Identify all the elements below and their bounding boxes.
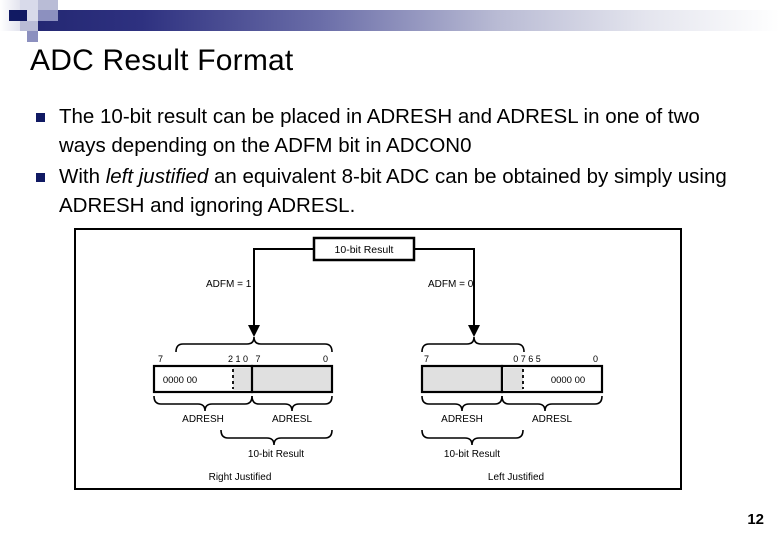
bullet-list: The 10-bit result can be placed in ADRES…: [30, 102, 752, 222]
header-square-light-low: [20, 21, 38, 31]
brace-right-result: [421, 429, 524, 446]
bullet-text-2: With left justified an equivalent 8-bit …: [59, 165, 727, 217]
bullet-text-1: The 10-bit result can be placed in ADRES…: [59, 105, 700, 157]
caption-left-justified: Left Justified: [488, 472, 544, 483]
bit-label-right-0: 7: [424, 354, 429, 364]
header-square-dark: [9, 10, 27, 21]
arrow-head-left: [248, 325, 260, 337]
result-label-right: 10-bit Result: [444, 449, 500, 460]
brace-left-adresh: [153, 395, 253, 412]
header-square-pale-mid: [27, 10, 38, 21]
register-label-left-adresh: ADRESH: [182, 414, 224, 425]
bit-label-left-2: 7: [255, 354, 260, 364]
bit-label-left-3: 0: [323, 354, 328, 364]
bullet-square-icon: [36, 173, 45, 182]
bit-label-right-2: 0: [593, 354, 598, 364]
brace-left-adresl: [251, 395, 333, 412]
header-gradient-bar: [38, 10, 780, 31]
header-square-mid: [38, 10, 58, 21]
adc-result-format-diagram: 10-bit Result ADFM = 1 ADFM = 0 7 2 1 0 …: [74, 228, 682, 490]
bit-label-right-1: 0 7 6 5: [513, 354, 541, 364]
list-item: The 10-bit result can be placed in ADRES…: [30, 102, 752, 160]
register-label-right-adresl: ADRESL: [532, 414, 572, 425]
register-cell-left-unused-high: [233, 368, 252, 390]
branch-line-right: [414, 248, 475, 298]
result-label-left: 10-bit Result: [248, 449, 304, 460]
header-square-light-top: [38, 0, 58, 10]
header-square-mid-bottom: [27, 31, 38, 42]
bullet-square-icon: [36, 113, 45, 122]
register-label-left-adresl: ADRESL: [272, 414, 312, 425]
adfm-label-right: ADFM = 0: [428, 279, 474, 290]
brace-right-adresl: [501, 395, 603, 412]
brace-right-adresh: [421, 395, 503, 412]
brace-left-result: [220, 429, 333, 446]
top-brace-right: [421, 336, 525, 353]
top-brace-left: [175, 336, 333, 353]
register-cell-right-unused-high: [504, 368, 523, 390]
page-number: 12: [747, 511, 764, 528]
register-cell-left-adresl: [250, 364, 334, 394]
top-result-box-label: 10-bit Result: [335, 244, 394, 256]
page-title: ADC Result Format: [30, 44, 294, 77]
adfm-label-left: ADFM = 1: [206, 279, 252, 290]
diagram-canvas: 10-bit Result ADFM = 1 ADFM = 0 7 2 1 0 …: [152, 236, 604, 483]
list-item: With left justified an equivalent 8-bit …: [30, 162, 752, 220]
caption-right-justified: Right Justified: [209, 472, 272, 483]
header-square-pale-top: [20, 0, 38, 10]
bit-label-left-1: 2 1 0: [228, 354, 248, 364]
arrow-head-right: [468, 325, 480, 337]
register-label-right-adresh: ADRESH: [441, 414, 483, 425]
register-cell-right-adresh: [420, 364, 504, 394]
bit-label-left-0: 7: [158, 354, 163, 364]
header-decoration: [0, 0, 780, 42]
branch-line-left: [253, 248, 314, 298]
register-cell-right-bits-text: 0000 00: [551, 375, 585, 386]
register-cell-left-bits-text: 0000 00: [163, 375, 197, 386]
